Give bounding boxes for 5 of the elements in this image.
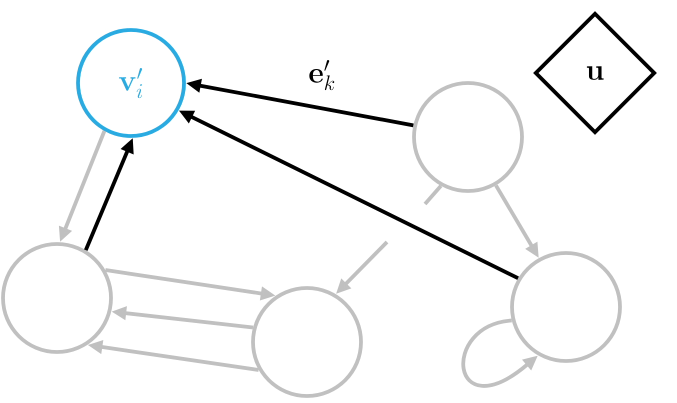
edge-label: $\mathbf{e}'_k$ xyxy=(307,59,337,91)
node-circle xyxy=(412,81,524,193)
node-circle xyxy=(510,251,622,363)
node-circle xyxy=(251,286,363,398)
node-circle xyxy=(1,242,113,354)
